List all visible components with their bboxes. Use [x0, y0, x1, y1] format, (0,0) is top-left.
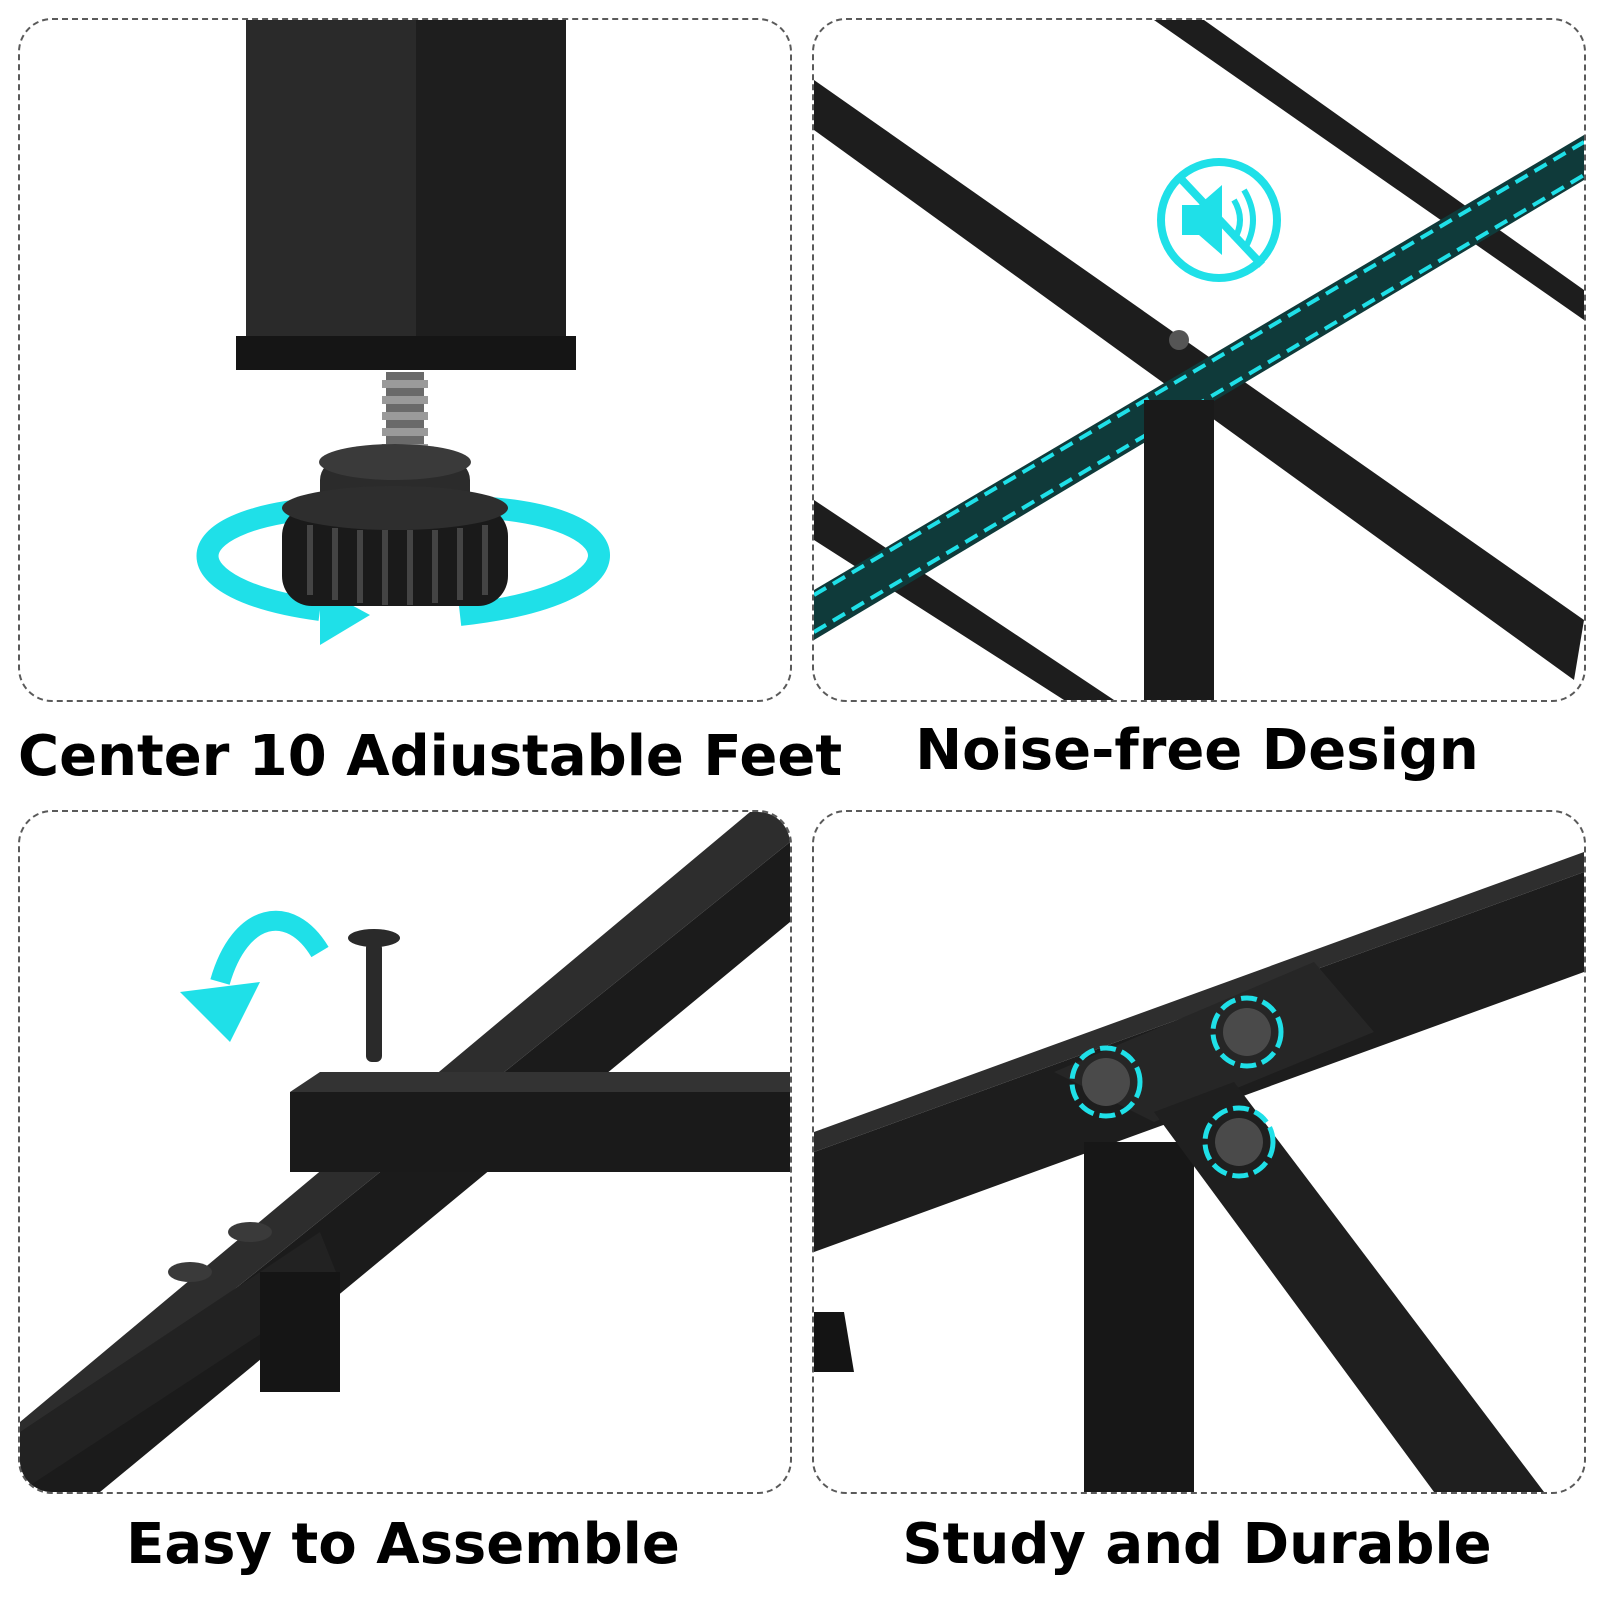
noise-free-panel [812, 18, 1586, 702]
easy-assemble-panel [18, 810, 792, 1494]
adjustable-foot-illustration [196, 20, 610, 645]
assemble-caption: Easy to Assemble [126, 1512, 680, 1577]
feet-caption: Center 10 Adiustable Feet [18, 724, 843, 789]
durable-frame-illustration [814, 852, 1584, 1492]
noise-caption: Noise-free Design [915, 718, 1479, 783]
adjustable-feet-panel [18, 18, 792, 702]
durable-panel [812, 810, 1586, 1494]
noise-free-illustration [814, 20, 1584, 700]
durable-caption: Study and Durable [902, 1512, 1492, 1577]
assembly-illustration [20, 812, 790, 1492]
bolt-highlight-icon [1069, 995, 1284, 1179]
mute-speaker-icon [1157, 158, 1281, 282]
curved-arrow-icon [180, 910, 329, 1042]
